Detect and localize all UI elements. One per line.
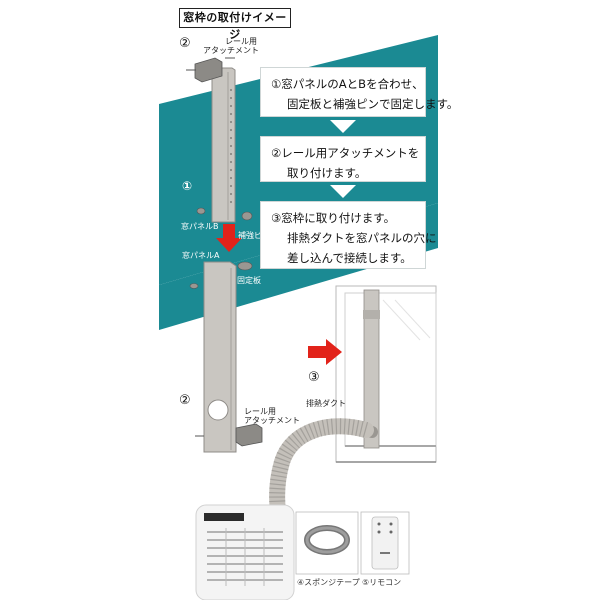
step-2-line-1: ②レール用アタッチメントを [271, 146, 420, 160]
step-2-line-2: 取り付けます。 [287, 166, 367, 180]
label-exhaust-duct: 排熱ダクト [306, 399, 346, 408]
panel-a [203, 261, 237, 453]
caption-sponge-tape: ④スポンジテープ [297, 578, 360, 587]
remote-control [360, 511, 410, 575]
marker-three: ③ [308, 370, 320, 385]
screw-part-left [196, 207, 206, 215]
reinforcing-pin-part [241, 211, 253, 221]
step-box-3: ③窓枠に取り付けます。 排熱ダクトを窓パネルの穴に 差し込んで接続します。 [260, 201, 437, 269]
rail-attachment-top [186, 57, 235, 83]
rail-attachment-bottom [195, 423, 263, 447]
step-3-line-1: ③窓枠に取り付けます。 [271, 211, 396, 225]
step-3-line-2: 排熱ダクトを窓パネルの穴に [287, 231, 437, 245]
red-arrow-down [216, 224, 242, 252]
white-arrow-1 [330, 120, 356, 133]
caption-remote: ⑤リモコン [362, 578, 402, 587]
label-rail-attachment-top: レール用 アタッチメント [203, 37, 259, 55]
step-3-line-3: 差し込んで接続します。 [287, 251, 412, 265]
white-arrow-2 [330, 185, 356, 198]
sponge-tape [295, 511, 359, 575]
label-reinforcing-pin: 補強ピン [238, 231, 270, 240]
marker-two-top: ② [179, 36, 191, 51]
red-arrow-right [308, 339, 342, 365]
air-conditioner [195, 504, 295, 600]
marker-one: ① [182, 179, 193, 193]
label-rail-attachment-bottom: レール用 アタッチメント [244, 407, 300, 425]
fixing-plate-part [237, 261, 253, 271]
step-box-1: ①窓パネルのAとBを合わせ、 固定板と補強ピンで固定します。 [260, 67, 459, 117]
window-frame [335, 285, 437, 463]
step-1-line-2: 固定板と補強ピンで固定します。 [287, 97, 459, 111]
label-panel-b: 窓パネルB [181, 222, 219, 231]
label-fixing-plate: 固定板 [237, 276, 261, 285]
marker-two-bottom: ② [179, 393, 191, 408]
label-panel-a: 窓パネルA [182, 251, 220, 260]
step-box-2: ②レール用アタッチメントを 取り付けます。 [260, 136, 426, 182]
screw-part-left2 [189, 283, 199, 289]
page-title: 窓枠の取付けイメージ [179, 8, 291, 41]
panel-b [211, 67, 236, 223]
step-1-line-1: ①窓パネルのAとBを合わせ、 [271, 77, 424, 91]
